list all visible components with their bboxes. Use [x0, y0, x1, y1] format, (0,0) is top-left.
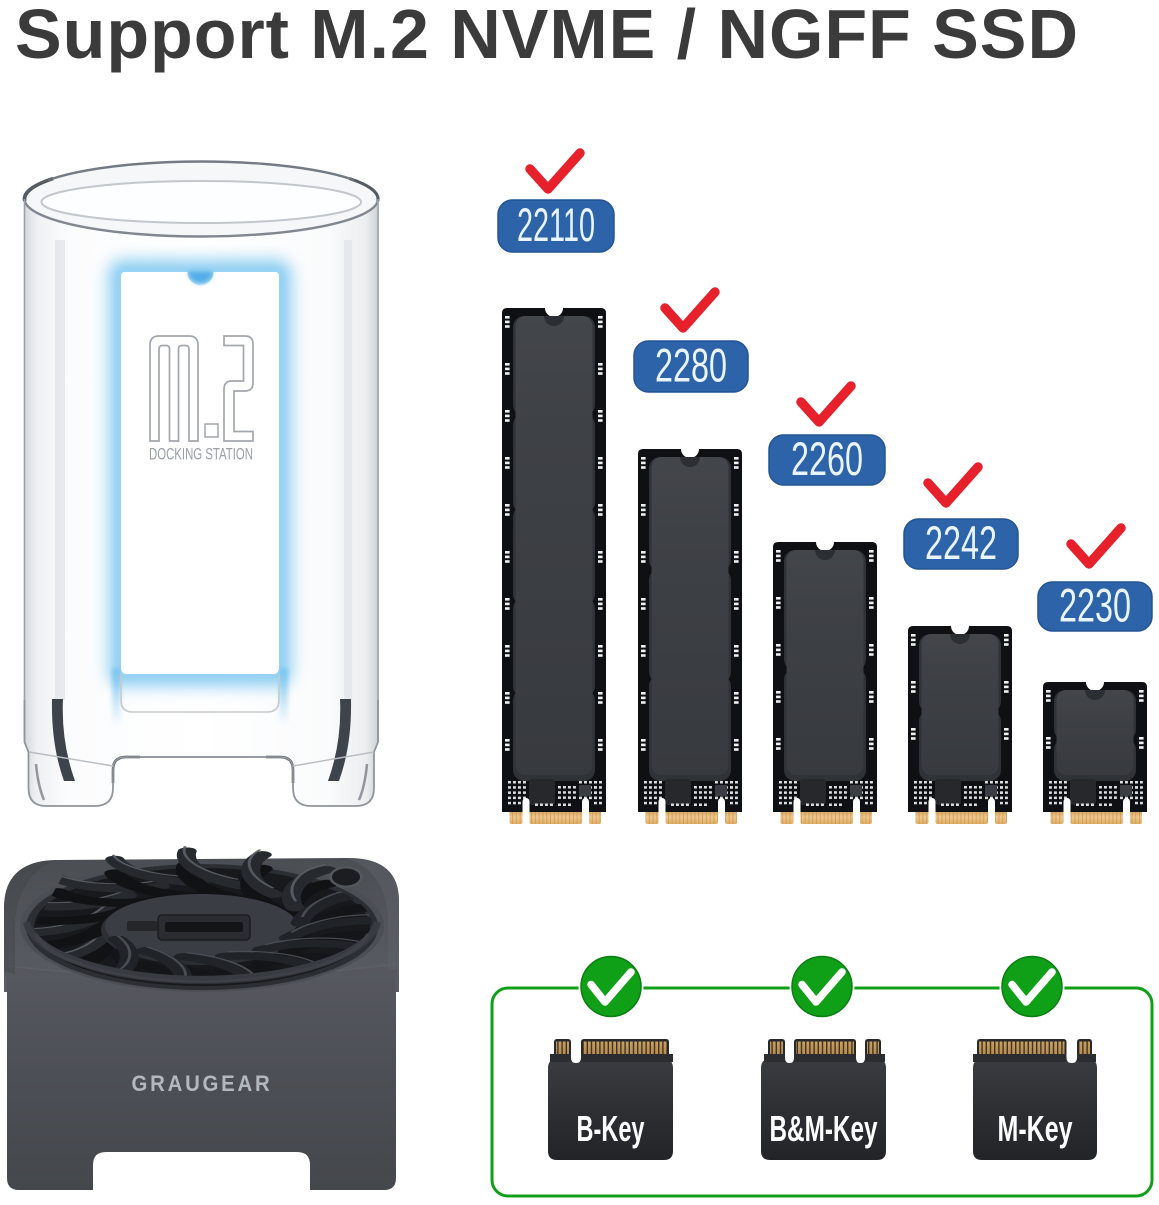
- svg-text:B-Key: B-Key: [577, 1108, 645, 1149]
- svg-text:22110: 22110: [517, 198, 595, 251]
- svg-text:DOCKING STATION: DOCKING STATION: [149, 446, 253, 464]
- svg-text:2242: 2242: [925, 516, 997, 569]
- svg-text:M-Key: M-Key: [998, 1108, 1073, 1149]
- svg-text:2280: 2280: [655, 339, 727, 392]
- svg-text:2230: 2230: [1059, 579, 1131, 632]
- svg-text:2260: 2260: [791, 432, 863, 485]
- svg-text:Support M.2 NVME / NGFF SSD: Support M.2 NVME / NGFF SSD: [15, 0, 1077, 73]
- svg-text:B&M-Key: B&M-Key: [770, 1108, 878, 1149]
- svg-text:GRAUGEAR: GRAUGEAR: [132, 1071, 273, 1096]
